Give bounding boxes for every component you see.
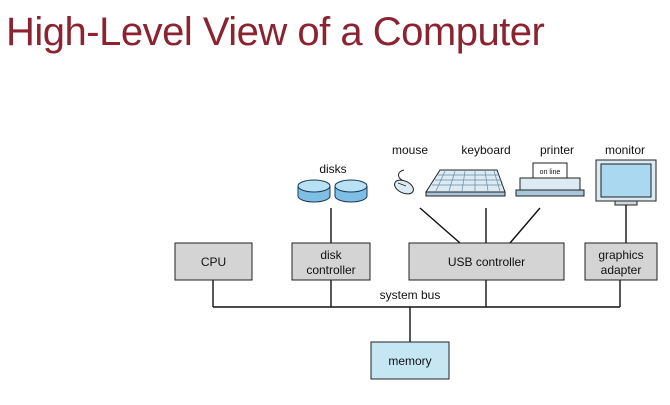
graphics-adapter-box bbox=[584, 242, 658, 281]
page-title: High-Level View of a Computer bbox=[6, 10, 545, 54]
keyboard-icon bbox=[425, 169, 506, 197]
memory-box bbox=[370, 341, 450, 380]
mouse-link bbox=[419, 207, 461, 244]
disk-controller-box bbox=[291, 242, 371, 281]
printer-status-label: on line bbox=[540, 169, 561, 176]
keyboard-label: keyboard bbox=[461, 143, 510, 157]
cpu-box bbox=[174, 242, 253, 281]
system-bus-label: system bus bbox=[380, 288, 441, 302]
graphics-adapter-label-1: graphics bbox=[598, 248, 643, 262]
monitor-icon bbox=[595, 159, 657, 206]
mouse-label: mouse bbox=[392, 143, 428, 157]
usb-controller-label: USB controller bbox=[448, 255, 525, 269]
disks-label: disks bbox=[319, 162, 346, 176]
connector-lines bbox=[212, 205, 627, 342]
mouse-icon bbox=[394, 169, 414, 195]
disk-controller-label-1: disk bbox=[320, 248, 342, 262]
printer-icon: on line bbox=[515, 162, 585, 197]
disks-icon bbox=[297, 179, 368, 203]
memory-label: memory bbox=[388, 354, 431, 368]
usb-controller-box bbox=[408, 242, 565, 281]
cpu-label: CPU bbox=[201, 255, 226, 269]
disk-controller-label-2: controller bbox=[306, 263, 355, 277]
graphics-adapter-label-2: adapter bbox=[601, 263, 642, 277]
printer-link bbox=[509, 207, 541, 244]
monitor-label: monitor bbox=[605, 143, 645, 157]
printer-label: printer bbox=[540, 143, 574, 157]
